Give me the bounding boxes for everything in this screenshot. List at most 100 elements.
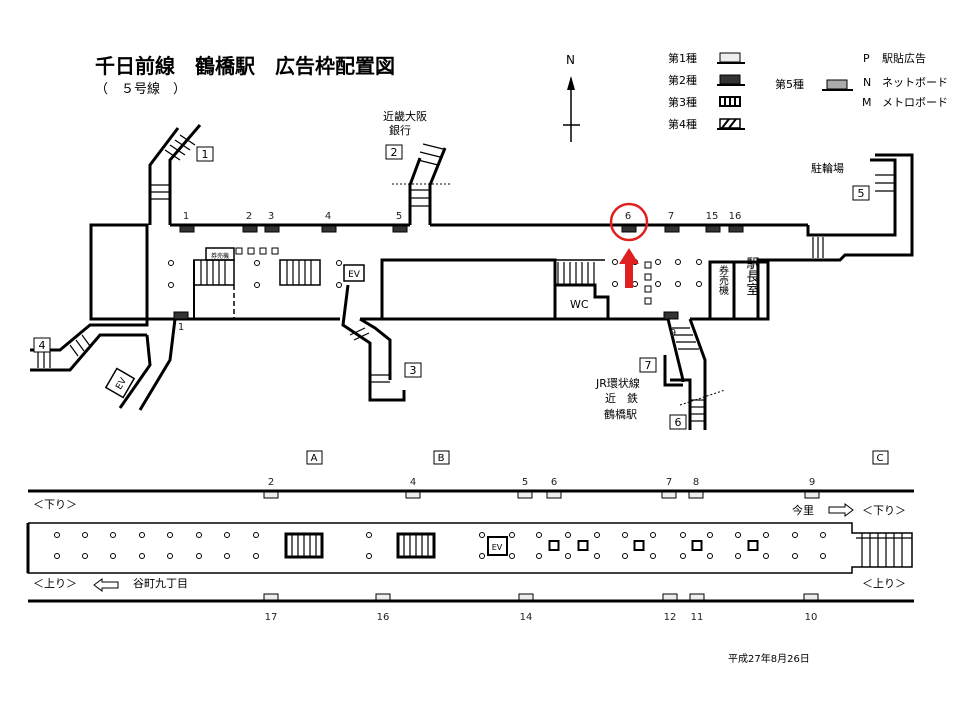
legend-type5-label: 第5種: [775, 77, 804, 91]
down-destination-label: 今里: [792, 503, 814, 517]
pillar: [792, 532, 798, 538]
left-arrow-icon: [93, 578, 119, 592]
pillar: [820, 532, 826, 538]
pillar: [792, 553, 798, 559]
ad-slot-7: 7: [664, 211, 680, 233]
svg-text:7: 7: [666, 477, 672, 488]
platform-ad-top-8: 8: [688, 477, 704, 499]
tsuruhashi-station-label: 鶴橋駅: [604, 407, 637, 421]
svg-text:B: B: [438, 453, 445, 464]
pillar: [366, 553, 372, 559]
svg-text:6: 6: [675, 416, 682, 429]
pillar: [82, 553, 88, 559]
pillar: [536, 553, 542, 559]
exit-1-badge: 1: [196, 146, 214, 162]
svg-text:11: 11: [691, 612, 704, 623]
svg-text:4: 4: [410, 477, 416, 488]
svg-text:14: 14: [520, 612, 533, 623]
down-track-label-left: ＜下り＞: [33, 498, 77, 511]
legend-code-p: P: [863, 52, 870, 65]
svg-text:9: 9: [809, 477, 815, 488]
ad-slot-2: 2: [242, 211, 258, 233]
ad-slot-15: 15: [705, 211, 721, 233]
legend-type2-label: 第2種: [668, 73, 697, 87]
pillar: [224, 532, 230, 538]
ad-slot-16: 16: [728, 211, 744, 233]
highlighted-ad-marker: [609, 202, 649, 288]
ad-number: 4: [325, 211, 331, 222]
platform-kiosk: [548, 540, 560, 551]
platform-ad-bottom-14: 14: [518, 593, 534, 623]
page-title: 千日前線 鶴橋駅 広告枠配置図: [95, 54, 395, 78]
pillar: [110, 532, 116, 538]
legend-code-m: M: [862, 96, 872, 109]
platform-ad-bottom-16: 16: [375, 593, 391, 623]
stationmaster-label: 駅長室: [744, 257, 760, 296]
ev-concourse-label: EV: [348, 270, 361, 280]
svg-text:1: 1: [178, 322, 184, 333]
pillar: [167, 532, 173, 538]
pillar: [224, 553, 230, 559]
pillar: [650, 553, 656, 559]
up-track-label-right: ＜上り＞: [862, 577, 906, 590]
svg-text:8: 8: [693, 477, 699, 488]
red-arrow-icon: [619, 248, 639, 288]
page-subtitle: （ ５号線 ）: [95, 81, 186, 97]
platform-kiosk: [633, 540, 645, 551]
exit-6-badge: 6: [669, 414, 687, 430]
platform-ad-top-5: 5: [517, 477, 533, 499]
svg-text:C: C: [877, 453, 884, 464]
svg-text:1: 1: [202, 148, 209, 161]
ad-number: 7: [668, 211, 674, 222]
pillar: [54, 553, 60, 559]
compass-north-icon: N: [563, 53, 580, 142]
down-track-label-right: ＜下り＞: [862, 504, 906, 517]
up-track-label-left: ＜上り＞: [33, 577, 77, 590]
legend-type5-icon: [822, 79, 853, 91]
pillar: [167, 553, 173, 559]
svg-text:10: 10: [805, 612, 818, 623]
exit-4-badge: 4: [33, 337, 51, 353]
legend-code-m-label: メトロボード: [882, 96, 948, 109]
pillar: [594, 553, 600, 559]
legend-type1-label: 第1種: [668, 51, 697, 65]
ad-slot-6: 6: [621, 211, 637, 233]
pillar: [622, 532, 628, 538]
section-a-badge: A: [306, 450, 323, 465]
section-c-badge: C: [872, 450, 889, 465]
svg-text:3: 3: [410, 364, 417, 377]
pillar: [366, 532, 372, 538]
svg-text:A: A: [311, 453, 318, 464]
ad-number: 16: [729, 211, 742, 222]
ad-number: 6: [625, 211, 631, 222]
pillar: [110, 553, 116, 559]
legend-type4-label: 第4種: [668, 117, 697, 131]
pillar: [680, 532, 686, 538]
pillar: [735, 532, 741, 538]
platform-kiosk: [691, 540, 703, 551]
pillar: [707, 553, 713, 559]
platform-ad-bottom-17: 17: [263, 593, 279, 623]
platform-kiosk: [577, 540, 589, 551]
pillar: [650, 532, 656, 538]
right-arrow-icon: [828, 503, 854, 517]
legend-type4-icon: [717, 118, 745, 130]
svg-text:7: 7: [645, 359, 652, 372]
bicycle-parking-label: 駐輪場: [811, 161, 844, 175]
platform-ad-top-9: 9: [804, 477, 820, 499]
legend-code-n-label: ネットボード: [882, 76, 948, 89]
ad-slot-5: 5: [392, 211, 408, 233]
platform-ad-top-2: 2: [263, 477, 279, 499]
svg-text:6: 6: [551, 477, 557, 488]
platform-ad-bottom-10: 10: [803, 593, 819, 623]
pillar: [253, 553, 259, 559]
ad-slot-4: 4: [321, 211, 337, 233]
svg-text:2: 2: [268, 477, 274, 488]
svg-text:5: 5: [858, 187, 865, 200]
pillar: [479, 532, 485, 538]
pillar: [594, 532, 600, 538]
ad-slot-1: 1: [179, 211, 195, 233]
kintetsu-label: 近 鉄: [605, 391, 638, 405]
legend-type3-label: 第3種: [668, 95, 697, 109]
